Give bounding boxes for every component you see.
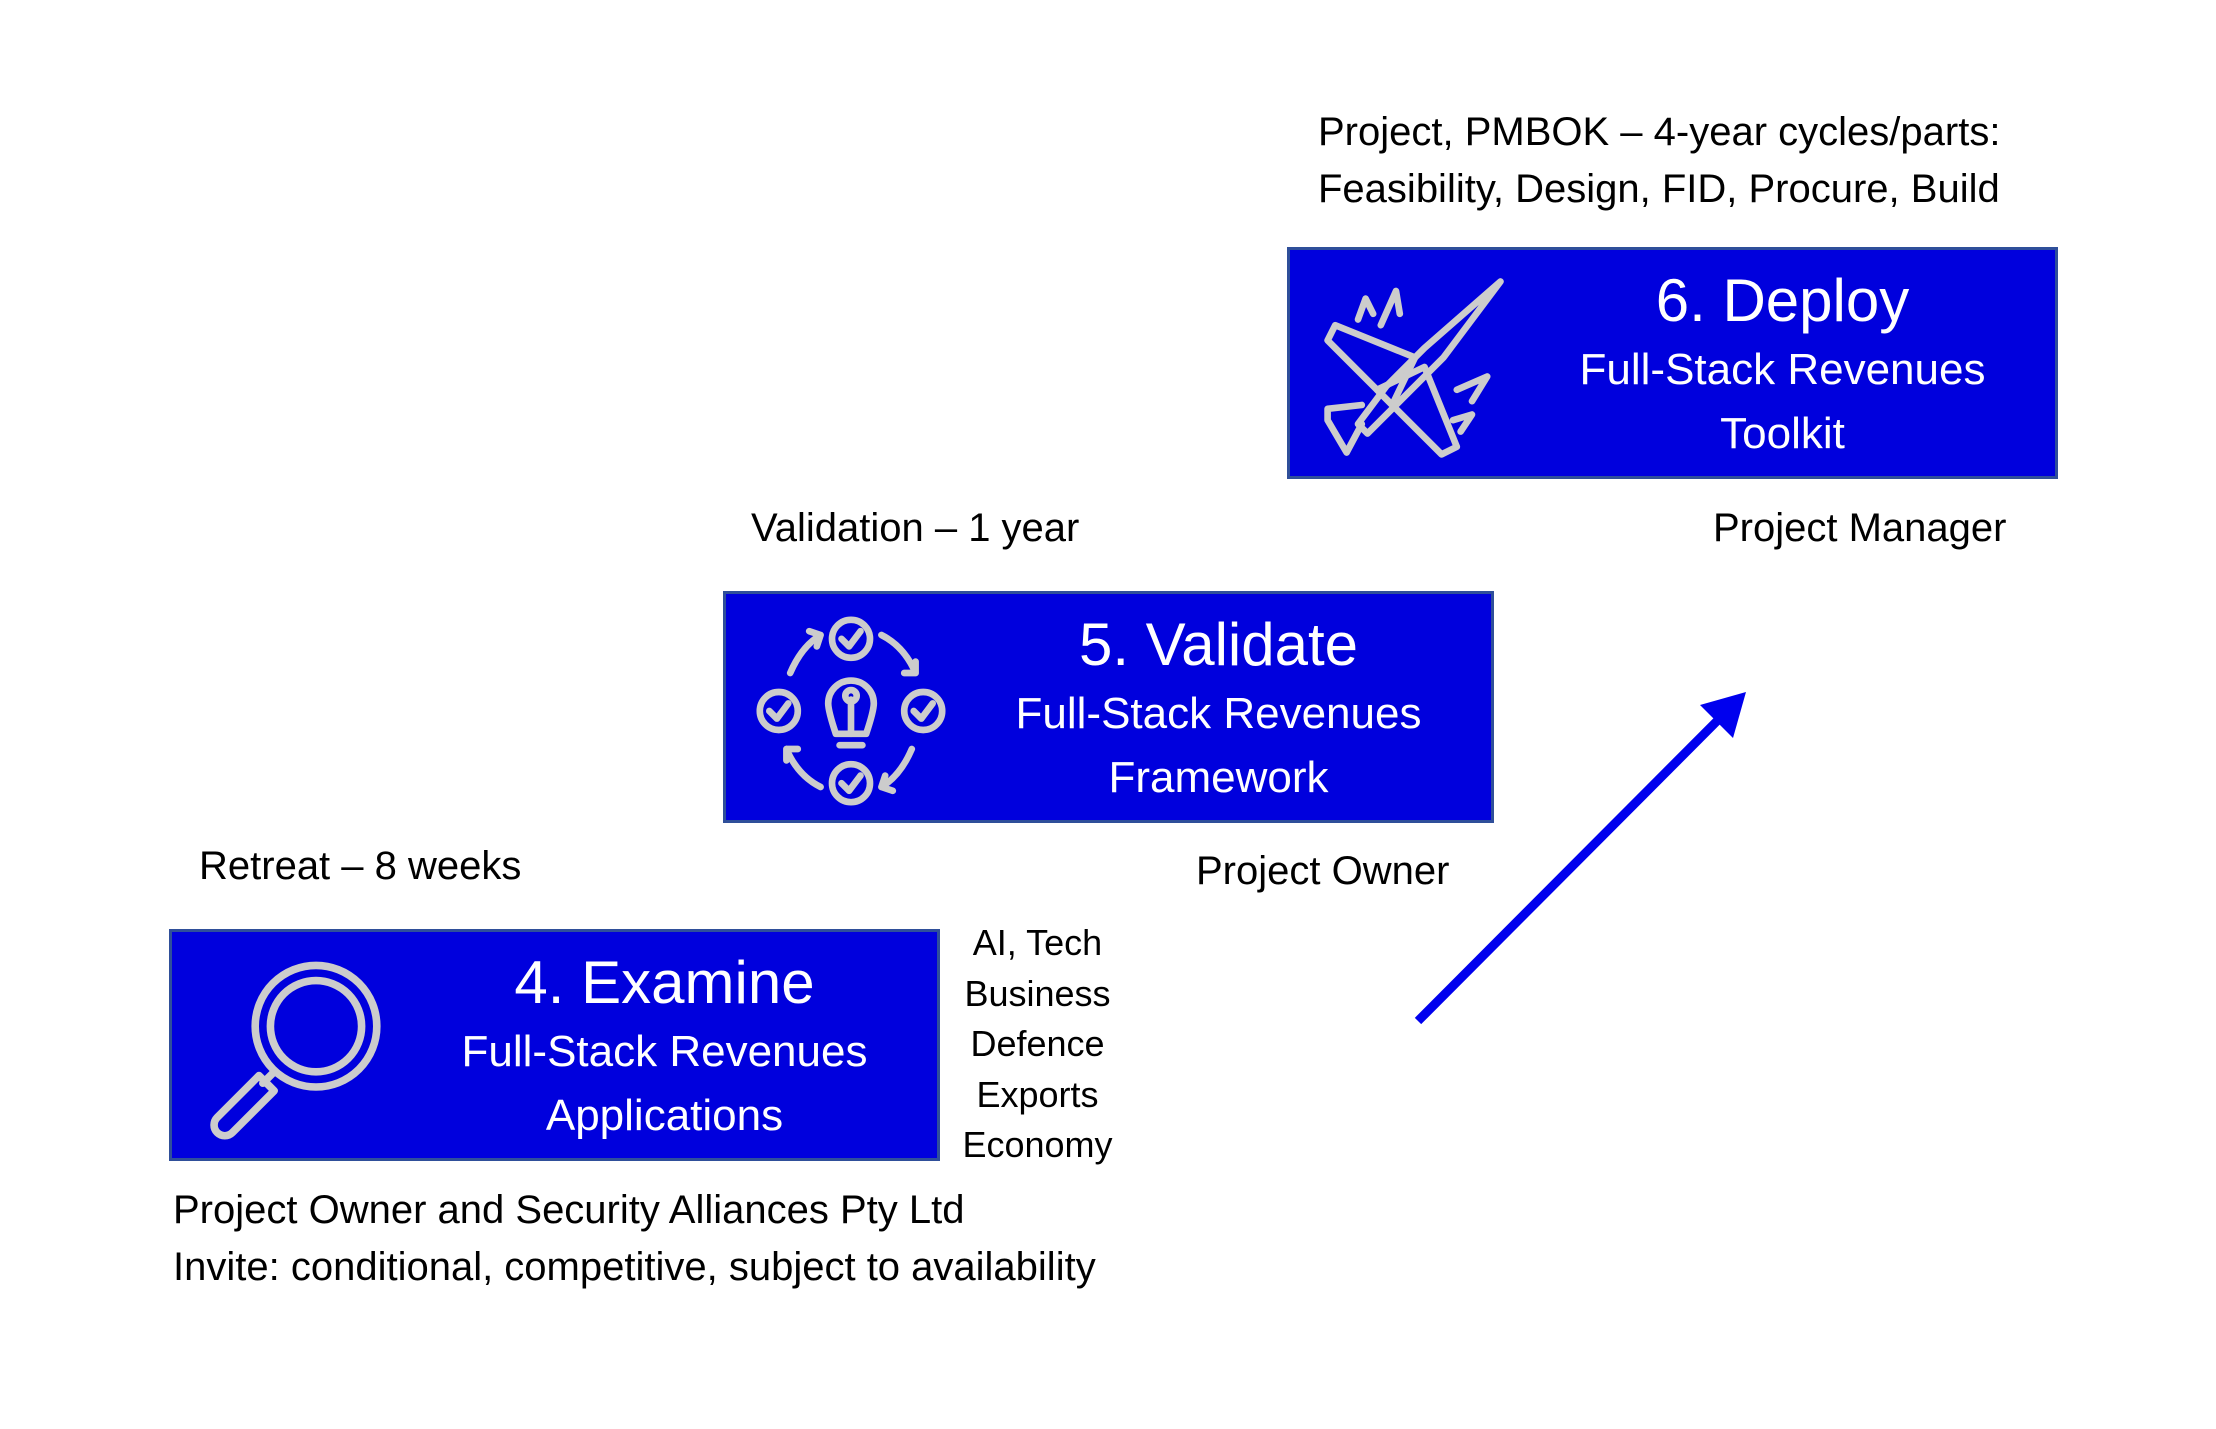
validation-duration: Validation – 1 year bbox=[751, 506, 1080, 550]
step-deploy-title: 6. Deploy bbox=[1655, 267, 1910, 334]
step-validate-title: 5. Validate bbox=[1078, 611, 1359, 678]
arrow-shaft bbox=[1414, 709, 1729, 1025]
step-validate-subtitle-1: Full-Stack Revenues bbox=[1015, 689, 1422, 738]
sector-item: Exports bbox=[976, 1073, 1099, 1115]
validate-role: Project Owner bbox=[1196, 849, 1450, 893]
sector-item: Business bbox=[964, 972, 1111, 1014]
fighter-jet-icon bbox=[1324, 278, 1504, 458]
step-examine-box: 4. Examine Full-Stack Revenues Applicati… bbox=[169, 929, 940, 1161]
examine-role: Project Owner and Security Alliances Pty… bbox=[173, 1188, 965, 1232]
invite-note: Invite: conditional, competitive, subjec… bbox=[173, 1245, 1096, 1289]
step-validate-subtitle-2: Framework bbox=[1108, 753, 1329, 802]
deploy-role: Project Manager bbox=[1713, 506, 2007, 550]
pmbok-note-line1: Project, PMBOK – 4-year cycles/parts: bbox=[1318, 110, 2001, 154]
pmbok-note-line2: Feasibility, Design, FID, Procure, Build bbox=[1318, 167, 2000, 211]
sector-list: AI, Tech Business Defence Exports Econom… bbox=[950, 918, 1125, 1171]
step-examine-title: 4. Examine bbox=[514, 949, 815, 1016]
magnifier-icon bbox=[210, 961, 381, 1140]
step-deploy-box: 6. Deploy Full-Stack Revenues Toolkit bbox=[1287, 247, 2058, 479]
lightbulb-cycle-icon bbox=[756, 616, 946, 806]
step-deploy-subtitle-1: Full-Stack Revenues bbox=[1579, 345, 1986, 394]
step-examine-subtitle-1: Full-Stack Revenues bbox=[461, 1027, 868, 1076]
step-validate-box: 5. Validate Full-Stack Revenues Framewor… bbox=[723, 591, 1494, 823]
step-deploy-subtitle-2: Toolkit bbox=[1720, 409, 1845, 458]
sector-item: Defence bbox=[970, 1023, 1105, 1064]
sector-item: AI, Tech bbox=[972, 922, 1103, 963]
step-examine-subtitle-2: Applications bbox=[545, 1091, 784, 1140]
arrow-head-icon bbox=[1700, 692, 1746, 738]
sector-item: Economy bbox=[962, 1124, 1113, 1165]
retreat-duration: Retreat – 8 weeks bbox=[199, 844, 522, 888]
